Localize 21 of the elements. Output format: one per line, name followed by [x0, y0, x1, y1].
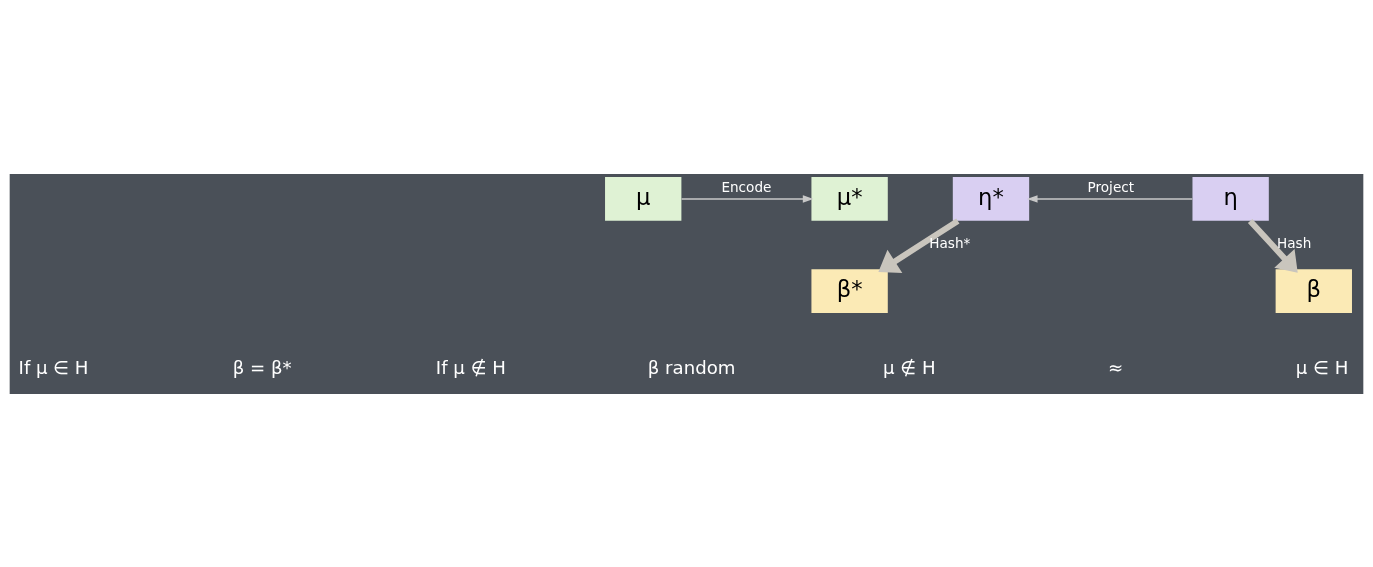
label: If μ ∈ H [18, 356, 89, 378]
arrow [680, 194, 814, 203]
label: ≈ [1108, 356, 1124, 378]
node-box: μ [605, 176, 682, 221]
edge-label: Hash [1277, 234, 1312, 251]
label: μ ∈ H [1295, 356, 1349, 378]
arrow [1247, 218, 1298, 273]
node-box: μ* [811, 176, 888, 221]
label: If μ ∉ H [435, 356, 506, 378]
node-box: β [1275, 268, 1352, 313]
arrow [1026, 194, 1194, 203]
edge-label: Hash* [929, 234, 971, 251]
label: μ ∉ H [883, 356, 936, 378]
arrow [878, 217, 960, 273]
edge-label: Encode [721, 178, 772, 195]
label: β random [647, 356, 736, 378]
node-box: η [1192, 176, 1269, 221]
label: β = β* [232, 356, 292, 378]
node-box: η* [952, 176, 1030, 221]
edge-label: Project [1087, 178, 1135, 195]
node-box: β* [811, 268, 888, 313]
